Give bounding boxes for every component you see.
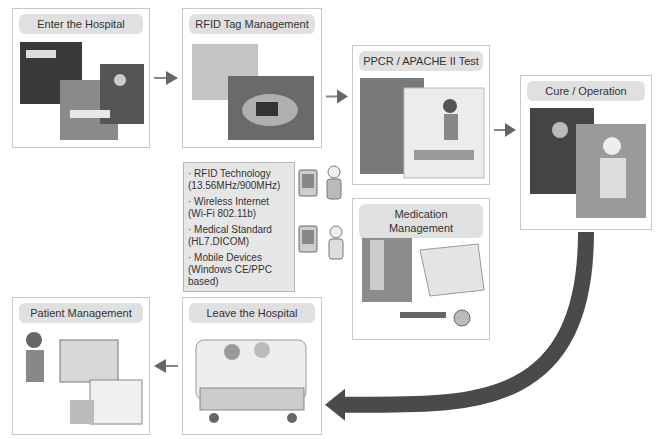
stage-box: Leave the Hospital	[182, 297, 322, 435]
flow-connector	[154, 359, 178, 373]
technology-item: · Mobile Devices (Windows CE/PPC based)	[188, 252, 290, 288]
stage-heading: Enter the Hospital	[19, 14, 143, 34]
arrow-head	[154, 359, 166, 373]
connector-line	[154, 77, 166, 79]
return-band	[345, 232, 586, 405]
ppcr-illustration	[360, 78, 484, 178]
leave-illustration	[196, 340, 306, 423]
stage-heading: RFID Tag Management	[189, 14, 315, 34]
flow-connector	[325, 232, 586, 421]
stage-box: Enter the Hospital	[12, 8, 150, 148]
arrow-head	[325, 389, 345, 421]
stage-heading: Patient Management	[19, 303, 143, 323]
flow-connector	[326, 90, 348, 104]
stage-box: Cure / Operation	[520, 75, 652, 230]
stage-heading: Leave the Hospital	[189, 303, 315, 323]
stage-heading: PPCR / APACHE II Test	[359, 51, 483, 71]
connector-line	[494, 129, 505, 131]
stage-box: RFID Tag Management	[182, 8, 322, 148]
medication-illustration	[362, 232, 484, 326]
stage-heading: Medication Management	[359, 204, 483, 238]
arrow-head	[166, 71, 178, 85]
connector-line	[166, 365, 178, 367]
stage-box: Medication Management	[352, 198, 490, 340]
arrow-head	[337, 90, 348, 104]
stage-box: Patient Management	[12, 297, 150, 435]
flow-connector	[154, 71, 178, 85]
arrow-head	[505, 123, 516, 137]
flow-connector	[494, 123, 516, 137]
device-icons	[299, 166, 343, 259]
rfid-illustration	[192, 44, 314, 140]
stage-heading: Cure / Operation	[527, 81, 645, 101]
stage-box: PPCR / APACHE II Test	[352, 45, 490, 185]
enter-illustration	[20, 42, 144, 140]
cure-illustration	[530, 108, 646, 218]
connector-line	[326, 96, 337, 98]
technology-box: · RFID Technology (13.56MHz/900MHz) · Wir…	[183, 162, 295, 292]
patient-illustration	[26, 332, 142, 424]
technology-item: · Wireless Internet (Wi-Fi 802.11b)	[188, 196, 290, 220]
technology-item: · RFID Technology (13.56MHz/900MHz)	[188, 168, 290, 192]
technology-item: · Medical Standard (HL7.DICOM)	[188, 224, 290, 248]
